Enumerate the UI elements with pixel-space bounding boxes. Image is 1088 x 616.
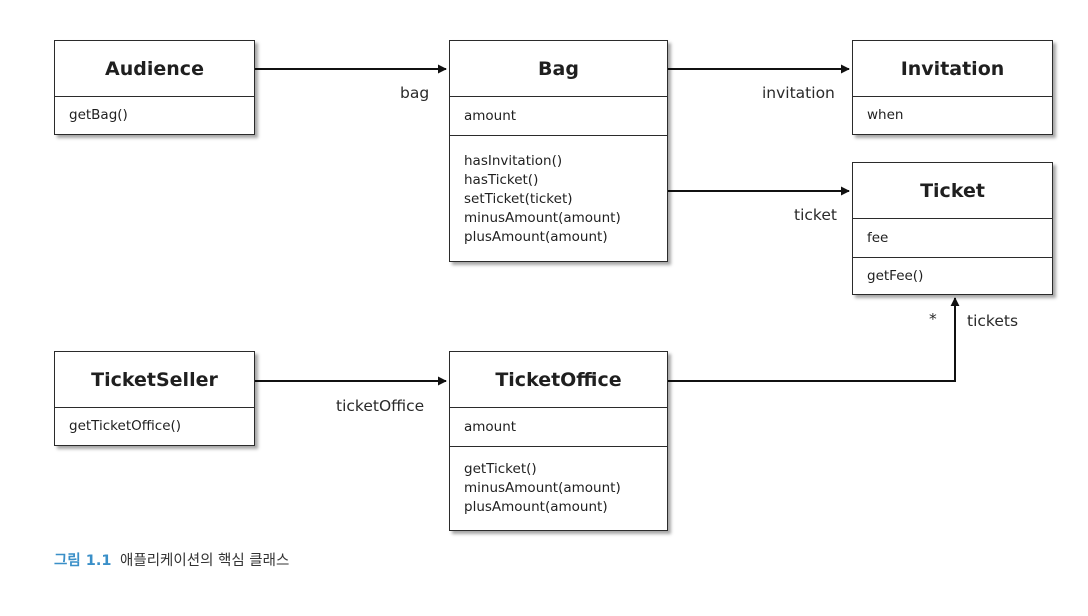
method: minusAmount(amount) bbox=[464, 210, 621, 226]
class-bag[interactable]: Bag amount hasInvitation() hasTicket() s… bbox=[449, 40, 668, 262]
edge-label-ticket: ticket bbox=[794, 206, 837, 224]
attribute: amount bbox=[464, 418, 517, 435]
class-name: Bag bbox=[450, 41, 667, 97]
method: hasInvitation() bbox=[464, 153, 563, 169]
attribute: when bbox=[867, 107, 904, 123]
attribute-list: fee bbox=[853, 219, 1052, 257]
attribute: amount bbox=[464, 107, 517, 124]
method-list: hasInvitation() hasTicket() setTicket(ti… bbox=[450, 135, 667, 261]
figure-number: 그림 1.1 bbox=[54, 553, 112, 569]
class-invitation[interactable]: Invitation when bbox=[852, 40, 1053, 135]
multiplicity-label: * bbox=[929, 310, 937, 328]
method: getFee() bbox=[867, 267, 924, 284]
edge-label-invitation: invitation bbox=[762, 84, 835, 102]
method: plusAmount(amount) bbox=[464, 229, 608, 245]
caption-text: 애플리케이션의 핵심 클래스 bbox=[120, 553, 290, 569]
class-name: TicketSeller bbox=[55, 352, 254, 408]
method-list: getBag() bbox=[55, 97, 254, 134]
class-name: Invitation bbox=[853, 41, 1052, 97]
method-list: getFee() bbox=[853, 257, 1052, 294]
class-name: TicketOffice bbox=[450, 352, 667, 408]
class-audience[interactable]: Audience getBag() bbox=[54, 40, 255, 135]
method: getBag() bbox=[69, 107, 128, 123]
figure-caption: 그림 1.1 애플리케이션의 핵심 클래스 bbox=[54, 549, 289, 570]
class-ticket[interactable]: Ticket fee getFee() bbox=[852, 162, 1053, 295]
method: setTicket(ticket) bbox=[464, 191, 573, 207]
method-list: getTicketOffice() bbox=[55, 408, 254, 445]
edge-label-ticket-office: ticketOffice bbox=[336, 397, 425, 415]
class-ticket-seller[interactable]: TicketSeller getTicketOffice() bbox=[54, 351, 255, 446]
edge-label-bag: bag bbox=[400, 84, 430, 102]
method: getTicket() bbox=[464, 461, 537, 477]
attribute-list: amount bbox=[450, 408, 667, 446]
class-ticket-office[interactable]: TicketOffice amount getTicket() minusAmo… bbox=[449, 351, 668, 531]
method: plusAmount(amount) bbox=[464, 499, 608, 515]
method: getTicketOffice() bbox=[69, 418, 182, 434]
class-name: Ticket bbox=[853, 163, 1052, 219]
edge-label-tickets: tickets bbox=[967, 312, 1019, 330]
method: minusAmount(amount) bbox=[464, 480, 621, 496]
attribute: fee bbox=[867, 229, 889, 246]
method-list: getTicket() minusAmount(amount) plusAmou… bbox=[450, 446, 667, 530]
method: hasTicket() bbox=[464, 172, 539, 188]
class-name: Audience bbox=[55, 41, 254, 97]
attribute-list: when bbox=[853, 97, 1052, 134]
edge-office-ticket bbox=[668, 297, 960, 382]
attribute-list: amount bbox=[450, 97, 667, 135]
